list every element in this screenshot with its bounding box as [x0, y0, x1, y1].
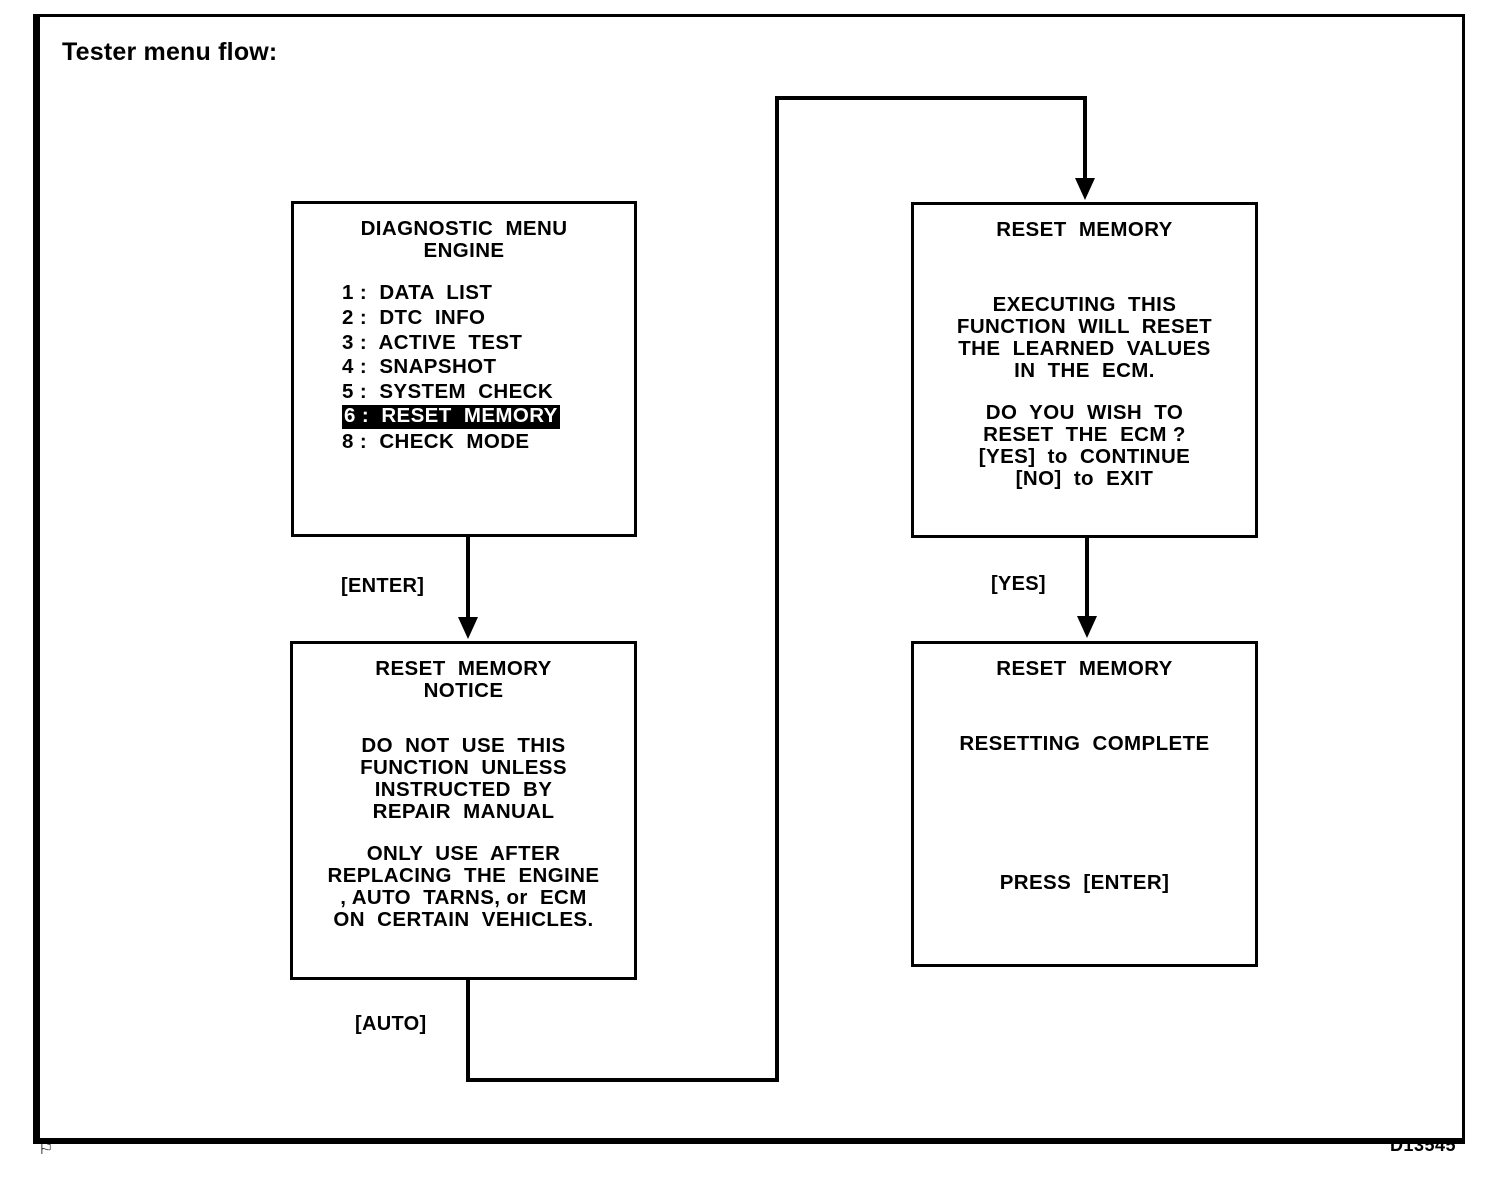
notice-body-line-2: FUNCTION UNLESS: [360, 755, 567, 779]
connector-notice-to-confirm-across: [466, 1078, 779, 1082]
notice-body-line-3: INSTRUCTED BY: [374, 777, 553, 801]
menu-item-data-list[interactable]: 1 : DATA LIST: [342, 281, 493, 305]
complete-spacer-2: [914, 755, 1255, 774]
confirm-spacer-1: [914, 255, 1255, 274]
notice-body-line-5: ONLY USE AFTER: [366, 841, 561, 865]
notice-body-line-4: REPAIR MANUAL: [372, 800, 555, 824]
screen-title: DIAGNOSTIC MENU ENGINE: [294, 217, 634, 263]
confirm-body-line-1: EXECUTING THIS: [992, 293, 1177, 317]
screen-title: RESET MEMORY: [914, 218, 1255, 241]
notice-title-line-2: NOTICE: [423, 679, 504, 703]
complete-spacer-6: [914, 833, 1255, 852]
connector-label-auto: [AUTO]: [355, 1013, 427, 1035]
connector-confirm-to-complete-arrowhead: [1077, 616, 1097, 638]
confirm-spacer-1b: [914, 275, 1255, 294]
connector-menu-to-notice-arrowhead: [458, 617, 478, 639]
notice-body-line-7: , AUTO TARNS, or ECM: [340, 885, 587, 909]
notice-body: DO NOT USE THIS FUNCTION UNLESS INSTRUCT…: [293, 715, 634, 931]
notice-title-line-1: RESET MEMORY: [375, 657, 552, 680]
notice-body-line-8: ON CERTAIN VEHICLES.: [333, 908, 594, 932]
menu-item-snapshot[interactable]: 4 : SNAPSHOT: [342, 355, 497, 379]
menu-item-system-check[interactable]: 5 : SYSTEM CHECK: [342, 379, 554, 403]
connector-notice-to-confirm-top: [775, 96, 1087, 100]
page-title: Tester menu flow:: [62, 38, 278, 66]
complete-spacer-3: [914, 775, 1255, 794]
menu-item-active-test[interactable]: 3 : ACTIVE TEST: [342, 330, 523, 354]
menu-item-list: 1 : DATA LIST 2 : DTC INFO 3 : ACTIVE TE…: [294, 282, 634, 453]
complete-spacer-1: [914, 694, 1255, 713]
menu-title-line-2: ENGINE: [423, 239, 505, 263]
connector-notice-to-confirm-drop: [1083, 96, 1087, 182]
figure-id-label: D13545: [1389, 1135, 1456, 1155]
screen-title: RESET MEMORY: [914, 657, 1255, 680]
complete-body-line-1: RESETTING COMPLETE: [959, 732, 1210, 756]
confirm-spacer-2: [914, 383, 1255, 402]
complete-spacer-1b: [914, 714, 1255, 733]
connector-confirm-to-complete-line: [1085, 538, 1089, 620]
tester-screen-reset-memory-notice: RESET MEMORY NOTICE DO NOT USE THIS FUNC…: [290, 641, 637, 980]
complete-spacer-7: [914, 853, 1255, 872]
notice-spacer-1: [293, 715, 634, 734]
notice-body-line-6: REPLACING THE ENGINE: [327, 863, 600, 887]
confirm-body-line-4: IN THE ECM.: [1014, 359, 1155, 383]
menu-item-dtc-info[interactable]: 2 : DTC INFO: [342, 305, 486, 329]
complete-press-enter: PRESS [ENTER]: [999, 871, 1170, 894]
confirm-body-line-2: FUNCTION WILL RESET: [956, 315, 1213, 339]
connector-menu-to-notice-line: [466, 537, 470, 621]
menu-item-check-mode[interactable]: 8 : CHECK MODE: [342, 430, 530, 453]
confirm-option-no[interactable]: [NO] to EXIT: [1015, 467, 1154, 491]
tester-screen-resetting-complete: RESET MEMORY RESETTING COMPLETE PRESS [E…: [911, 641, 1258, 967]
complete-body: RESETTING COMPLETE PRESS [ENTER]: [914, 694, 1255, 894]
confirm-option-yes[interactable]: [YES] to CONTINUE: [978, 445, 1191, 469]
corner-flag-icon: ⚐: [38, 1139, 54, 1159]
tester-screen-reset-memory-confirm: RESET MEMORY EXECUTING THIS FUNCTION WIL…: [911, 202, 1258, 538]
connector-label-enter: [ENTER]: [341, 575, 425, 597]
menu-item-reset-memory-selected[interactable]: 6 : RESET MEMORY: [342, 404, 560, 429]
confirm-title: RESET MEMORY: [996, 218, 1173, 241]
connector-notice-to-confirm-down: [466, 980, 470, 1082]
screen-title: RESET MEMORY NOTICE: [293, 657, 634, 703]
confirm-body: EXECUTING THIS FUNCTION WILL RESET THE L…: [914, 255, 1255, 490]
complete-spacer-5: [914, 814, 1255, 833]
connector-notice-to-confirm-arrowhead: [1075, 178, 1095, 200]
notice-spacer-2: [293, 823, 634, 842]
connector-label-yes: [YES]: [991, 573, 1046, 595]
confirm-body-line-3: THE LEARNED VALUES: [958, 337, 1211, 361]
confirm-body-line-6: RESET THE ECM ?: [983, 423, 1186, 447]
figure-frame: [33, 14, 1465, 1144]
menu-title-line-1: DIAGNOSTIC MENU: [360, 217, 568, 240]
complete-spacer-4: [914, 794, 1255, 813]
notice-body-line-1: DO NOT USE THIS: [361, 733, 566, 757]
tester-screen-diagnostic-menu: DIAGNOSTIC MENU ENGINE 1 : DATA LIST 2 :…: [291, 201, 637, 537]
connector-notice-to-confirm-riser: [775, 96, 779, 1082]
confirm-body-line-5: DO YOU WISH TO: [985, 401, 1184, 425]
complete-title: RESET MEMORY: [996, 657, 1173, 680]
